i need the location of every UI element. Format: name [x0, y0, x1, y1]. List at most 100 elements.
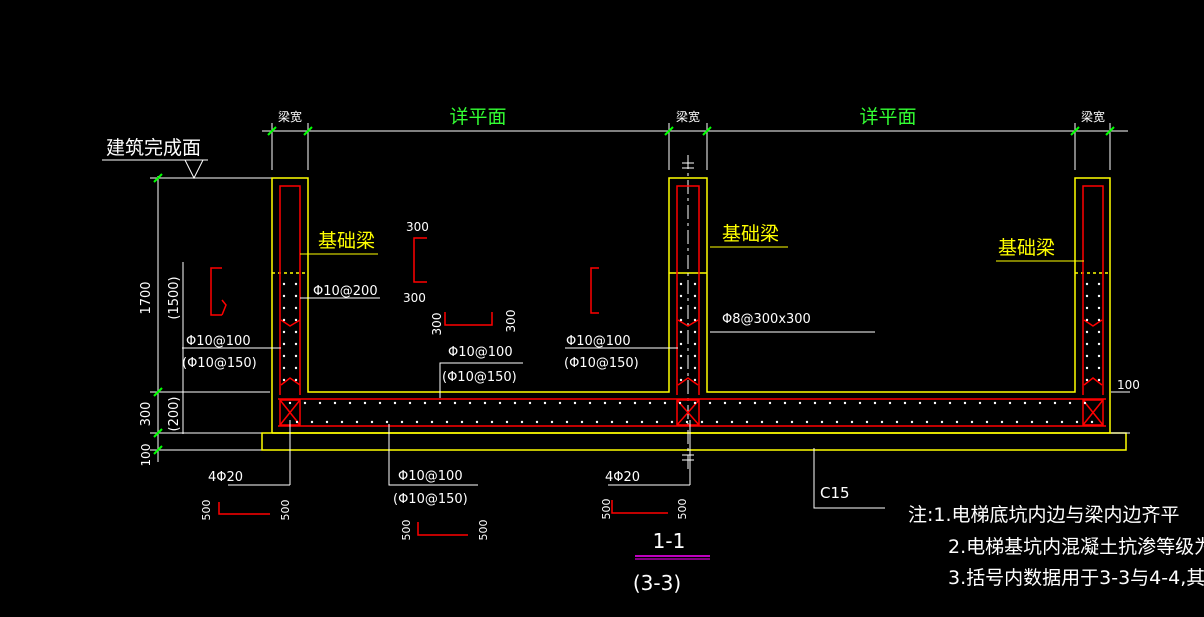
- rebar-dot: [940, 420, 944, 424]
- rebar-dot: [618, 401, 622, 405]
- rebar-dot: [438, 401, 442, 405]
- rebar-dot: [282, 306, 286, 310]
- callout-slab-bot-1: Φ10@100: [398, 469, 463, 484]
- rebar-dot: [294, 378, 298, 382]
- pit-concrete-outline: [261, 177, 1127, 451]
- rebar-dot: [603, 401, 607, 405]
- rebar-dot: [888, 401, 892, 405]
- rebar-dot: [633, 401, 637, 405]
- rebar-dot: [679, 282, 683, 286]
- rebar-dot: [693, 378, 697, 382]
- rebar-dot: [415, 420, 419, 424]
- rebar-dot: [858, 401, 862, 405]
- rebar-dot: [543, 401, 547, 405]
- top-dimension-line: [262, 123, 1128, 170]
- rebar-callout-leaders: [182, 297, 1130, 509]
- dim-500-e: 500: [400, 520, 413, 541]
- rebar-dot: [408, 401, 412, 405]
- rebar-dot: [685, 420, 689, 424]
- rebar-dot: [340, 420, 344, 424]
- dim-1700: 1700: [139, 281, 154, 314]
- building-finish-label: 建筑完成面: [106, 137, 201, 159]
- rebar-dot: [513, 401, 517, 405]
- section-title: 1-1: [653, 529, 686, 553]
- rebar-dot: [1097, 294, 1101, 298]
- rebar-dot: [1097, 330, 1101, 334]
- callout-slab-top-2: (Φ10@150): [442, 370, 517, 385]
- dim-500-d: 500: [676, 499, 689, 520]
- rebar-dot: [970, 420, 974, 424]
- rebar-dot: [288, 401, 292, 405]
- foundation-beam-label-left: 基础梁: [318, 230, 375, 252]
- rebar-dot: [348, 401, 352, 405]
- hook-dim-300-mid: 300: [403, 291, 426, 305]
- dim-500-f: 500: [477, 520, 490, 541]
- rebar-dot: [1023, 401, 1027, 405]
- rebar-dot: [798, 401, 802, 405]
- foundation-beam-label-mid: 基础梁: [722, 223, 779, 245]
- rebar-dot: [925, 420, 929, 424]
- finish-level-marker: [102, 159, 272, 180]
- rebar-dot: [370, 420, 374, 424]
- rebar-dot: [843, 401, 847, 405]
- rebar-dot: [294, 306, 298, 310]
- dim-300: 300: [139, 402, 154, 427]
- rebar-dot: [663, 401, 667, 405]
- rebar-dot: [282, 318, 286, 322]
- rebar-dot: [678, 401, 682, 405]
- rebar-dot: [610, 420, 614, 424]
- rebar-dot: [625, 420, 629, 424]
- rebar-dot: [1085, 354, 1089, 358]
- rebar-dot: [865, 420, 869, 424]
- rebar-dot: [282, 282, 286, 286]
- rebar-dot: [993, 401, 997, 405]
- rebar-dot: [948, 401, 952, 405]
- hook-dim-300-top: 300: [406, 220, 429, 234]
- rebar-dot: [828, 401, 832, 405]
- rebar-dot: [679, 378, 683, 382]
- rebar-dot: [295, 420, 299, 424]
- rebar-dot: [468, 401, 472, 405]
- dim-500-b: 500: [279, 500, 292, 521]
- rebar-dot: [363, 401, 367, 405]
- beam-label-leaders: [300, 246, 1084, 262]
- rebar-dot: [679, 294, 683, 298]
- rebar-dot: [753, 401, 757, 405]
- rebar-dot: [282, 366, 286, 370]
- dim-100-right: 100: [1117, 378, 1140, 392]
- rebar-dot: [715, 420, 719, 424]
- foundation-beam-label-right: 基础梁: [998, 237, 1055, 259]
- rebar-dot: [775, 420, 779, 424]
- rebar-dot: [1068, 401, 1072, 405]
- rebar-dot: [528, 401, 532, 405]
- rebar-dot: [693, 354, 697, 358]
- rebar-dot: [550, 420, 554, 424]
- rebar-dot: [294, 330, 298, 334]
- rebar-dot: [835, 420, 839, 424]
- rebar-dot: [1085, 330, 1089, 334]
- rebar-dot: [294, 354, 298, 358]
- callout-slab-top-1: Φ10@100: [448, 345, 513, 360]
- rebar-dot: [693, 401, 697, 405]
- rebar-dot: [475, 420, 479, 424]
- rebar-dot: [303, 401, 307, 405]
- rebar-dot: [573, 401, 577, 405]
- note-line-3: 3.括号内数据用于3-3与4-4,其余: [948, 567, 1204, 589]
- rebar-dot: [558, 401, 562, 405]
- rebar-dot: [679, 306, 683, 310]
- rebar-dot: [903, 401, 907, 405]
- note-line-1: 注:1.电梯底坑内边与梁内边齐平: [908, 504, 1180, 526]
- rebar-dot: [1075, 420, 1079, 424]
- dim-500-a: 500: [200, 500, 213, 521]
- rebar-dot: [955, 420, 959, 424]
- rebar-dot: [910, 420, 914, 424]
- rebar-dot: [730, 420, 734, 424]
- rebar-dot: [679, 354, 683, 358]
- detail-plan-right-label: 详平面: [859, 106, 916, 128]
- rebar-dot: [1085, 318, 1089, 322]
- rebar-dot: [918, 401, 922, 405]
- rebar-dot: [693, 342, 697, 346]
- callout-concrete-c15: C15: [820, 484, 850, 502]
- dim-100: 100: [139, 444, 153, 467]
